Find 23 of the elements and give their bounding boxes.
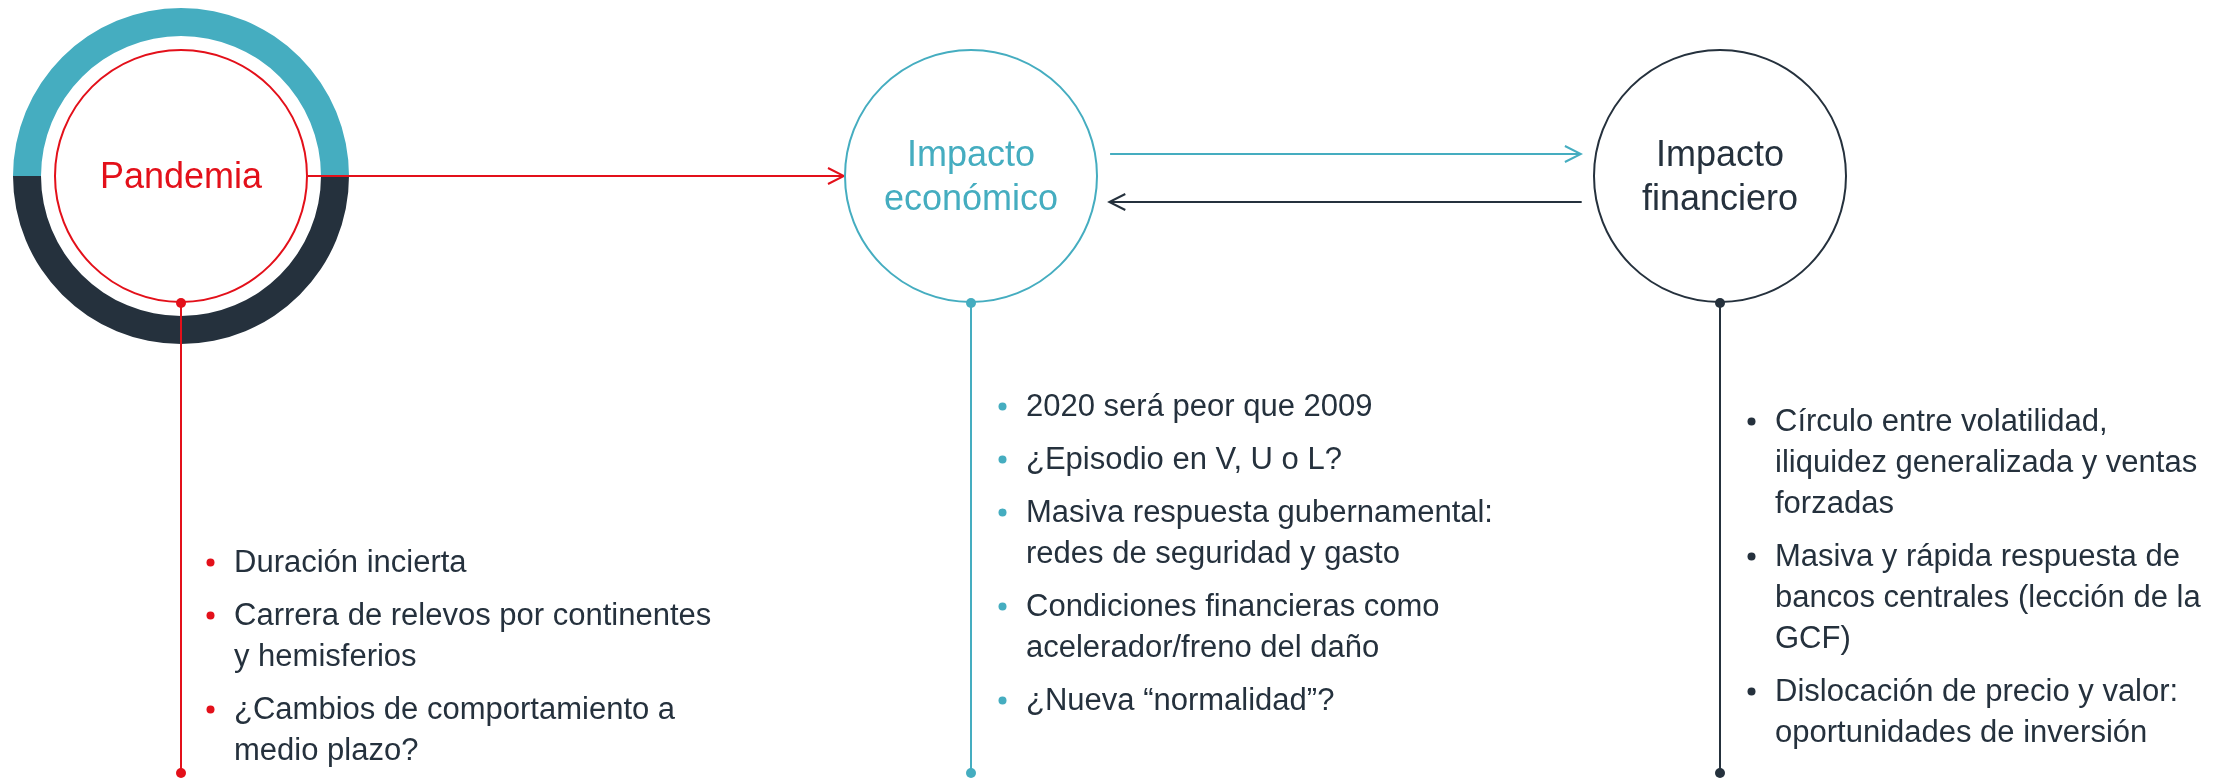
stem-line: [176, 298, 186, 778]
node-title: Impacto financiero: [1640, 132, 1800, 220]
bullet-item: ¿Nueva “normalidad”?: [1026, 681, 1336, 719]
circle-node: [1593, 49, 1847, 303]
stem-line: [966, 298, 976, 778]
arrow: [1109, 145, 1582, 163]
bullet-item: Condiciones financieras como acelerador/freno del daño: [1026, 587, 1441, 666]
bullet-item: Dislocación de precio y valor: oportunidades de inversión: [1775, 672, 2180, 751]
stem-line: [1715, 298, 1725, 778]
bullet-item: Masiva y rápida respuesta de bancos centrales (lección de la GCF): [1775, 537, 2202, 657]
bullet-item: Círculo entre volatilidad, iliquidez generalizada y ventas forzadas: [1775, 402, 2199, 522]
bullet-item: Masiva respuesta gubernamental: redes de seguridad y gasto: [1026, 493, 1494, 572]
node-title: Impacto económico: [882, 132, 1060, 220]
circle-node: [54, 49, 308, 303]
bullet-item: ¿Cambios de comportamiento a medio plazo?: [234, 690, 677, 769]
bullet-item: ¿Episodio en V, U o L?: [1026, 440, 1343, 478]
arrow: [1108, 193, 1583, 211]
bullet-item: Duración incierta: [234, 543, 468, 581]
bullet-item: Carrera de relevos por continentes y hemisferios: [234, 596, 713, 675]
node-title: Pandemia: [98, 154, 264, 198]
arrow: [307, 167, 845, 185]
circle-node: [844, 49, 1098, 303]
bullet-item: 2020 será peor que 2009: [1026, 387, 1374, 425]
